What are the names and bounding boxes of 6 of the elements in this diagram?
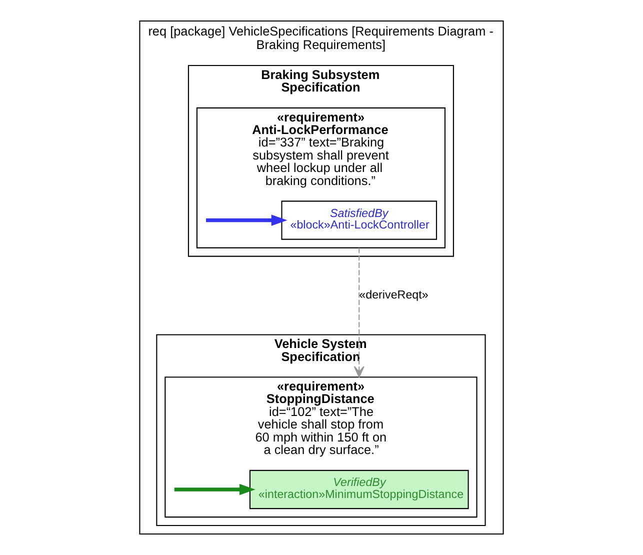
- node-box: VerifiedBy «interaction»MinimumStoppingDistance: [249, 470, 469, 510]
- arrow: [354, 248, 364, 378]
- edge-label: «deriveReqt»: [359, 288, 428, 302]
- arrow: [206, 214, 288, 226]
- node-box: SatisfiedBy «block»Anti-LockController: [281, 200, 438, 240]
- arrow: [174, 484, 256, 496]
